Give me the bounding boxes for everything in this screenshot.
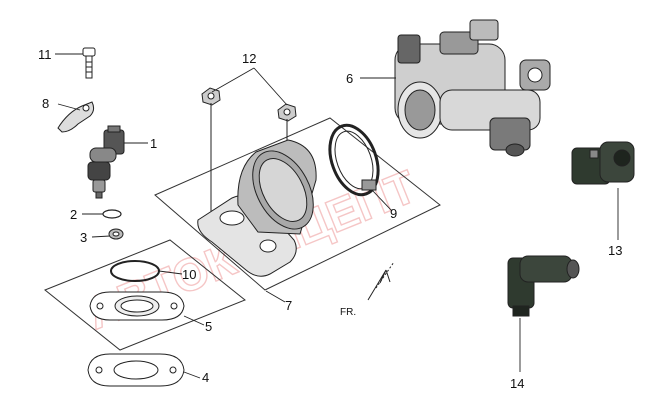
gasket-part (87, 353, 185, 387)
callout-6: 6 (346, 71, 353, 86)
callout-11: 11 (38, 47, 52, 62)
throttle-sensor-part (571, 141, 635, 185)
gasket-panel (44, 239, 246, 351)
callout-1: 1 (150, 136, 157, 151)
flange-gasket-part (89, 291, 185, 321)
o-ring-part (102, 209, 122, 219)
leader-lines (55, 53, 619, 379)
callout-12: 12 (242, 51, 256, 66)
injector-part (87, 125, 125, 199)
callout-10: 10 (182, 267, 196, 282)
callout-13: 13 (608, 243, 622, 258)
front-direction-arrow (367, 261, 395, 301)
map-sensor-part (507, 255, 580, 317)
callout-9: 9 (390, 206, 397, 221)
callout-7: 7 (285, 298, 292, 313)
front-label: FR. (340, 307, 356, 318)
callout-8: 8 (42, 96, 49, 111)
callout-4: 4 (202, 370, 209, 385)
hose-clamp-part (328, 123, 380, 197)
intake-assembly-panel (154, 117, 441, 291)
seal-part (108, 228, 124, 240)
throttle-body-part (394, 19, 551, 157)
nut-part-left (201, 87, 221, 106)
callout-3: 3 (80, 230, 87, 245)
intake-manifold-part (197, 139, 317, 277)
callout-5: 5 (205, 319, 212, 334)
nut-part-right (277, 103, 297, 122)
bolt-part (82, 47, 96, 79)
callout-14: 14 (510, 376, 524, 391)
injector-clip-part (57, 101, 95, 133)
callout-2: 2 (70, 207, 77, 222)
